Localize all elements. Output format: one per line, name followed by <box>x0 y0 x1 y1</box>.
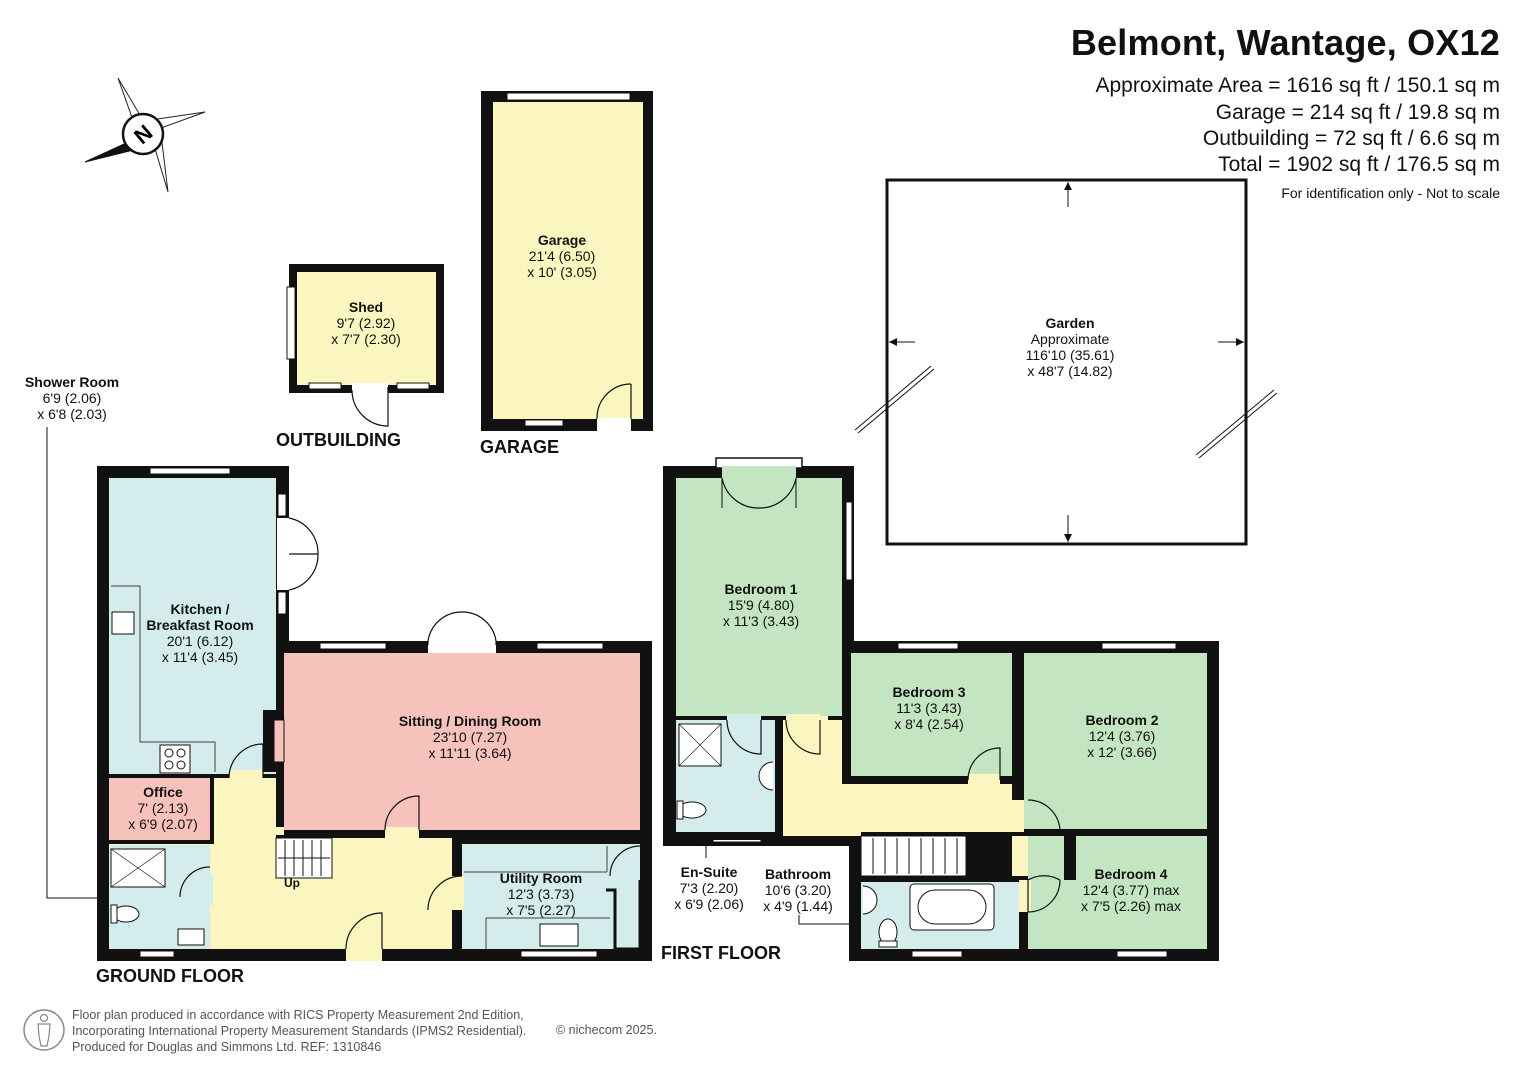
kitchen-dim-1: 20'1 (6.12) <box>166 633 234 649</box>
first-floor-plan <box>663 457 1219 961</box>
ground-floor-label: GROUND FLOOR <box>96 966 244 986</box>
bedroom-4-label: Bedroom 4 12'4 (3.77) max x 7'5 (2.26) m… <box>1061 866 1201 914</box>
compass-rose: N <box>84 77 206 193</box>
sitting-room-label: Sitting / Dining Room 23'10 (7.27) x 11'… <box>380 713 560 761</box>
footer-line-3: Produced for Douglas and Simmons Ltd. RE… <box>72 1040 382 1054</box>
office-dim-1: 7' (2.13) <box>137 800 189 816</box>
bathroom-name: Bathroom <box>764 866 832 882</box>
shed-label: Shed 9'7 (2.92) x 7'7 (2.30) <box>316 299 416 347</box>
utility-room-dim-1: 12'3 (3.73) <box>507 886 575 902</box>
footer-disclaimer: Floor plan produced in accordance with R… <box>72 1007 526 1055</box>
bedroom-1-name: Bedroom 1 <box>724 581 798 597</box>
first-floor-label: FIRST FLOOR <box>661 943 781 963</box>
kitchen-name-2: Breakfast Room <box>146 617 254 633</box>
garage-label: Garage 21'4 (6.50) x 10' (3.05) <box>502 232 622 280</box>
en-suite-name: En-Suite <box>680 864 738 880</box>
shower-room-label: Shower Room 6'9 (2.06) x 6'8 (2.03) <box>8 374 136 422</box>
bedroom-3-dim-2: x 8'4 (2.54) <box>894 716 964 732</box>
office-label: Office 7' (2.13) x 6'9 (2.07) <box>113 784 213 832</box>
garden-approx: Approximate <box>1030 331 1110 347</box>
shower-room-name: Shower Room <box>24 374 120 390</box>
shower-room-dim-1: 6'9 (2.06) <box>42 390 102 406</box>
bathroom-dim-1: 10'6 (3.20) <box>764 882 832 898</box>
en-suite-dim-1: 7'3 (2.20) <box>679 880 739 896</box>
shed-outbuilding <box>286 264 444 427</box>
shed-dim-1: 9'7 (2.92) <box>336 315 396 331</box>
kitchen-dim-2: x 11'4 (3.45) <box>161 649 239 665</box>
shed-dim-2: x 7'7 (2.30) <box>331 331 401 347</box>
bedroom-1-dim-1: 15'9 (4.80) <box>727 597 795 613</box>
sitting-room-dim-2: x 11'11 (3.64) <box>428 745 512 761</box>
shower-room-dim-2: x 6'8 (2.03) <box>37 406 107 422</box>
utility-room-label: Utility Room 12'3 (3.73) x 7'5 (2.27) <box>481 870 601 918</box>
outbuilding-area: Outbuilding = 72 sq ft / 6.6 sq m <box>1202 127 1500 150</box>
garden-dim-1: 116'10 (35.61) <box>1025 347 1115 363</box>
office-dim-2: x 6'9 (2.07) <box>128 816 198 832</box>
bedroom-3-dim-1: 11'3 (3.43) <box>896 700 962 716</box>
sitting-room-dim-1: 23'10 (7.27) <box>432 729 508 745</box>
bathroom-label: Bathroom 10'6 (3.20) x 4'9 (1.44) <box>748 866 848 914</box>
bedroom-2-dim-2: x 12' (3.66) <box>1087 744 1157 760</box>
bedroom-2-label: Bedroom 2 12'4 (3.76) x 12' (3.66) <box>1062 712 1182 760</box>
garage-area: Garage = 214 sq ft / 19.8 sq m <box>1215 101 1500 124</box>
footer-line-1: Floor plan produced in accordance with R… <box>72 1008 524 1022</box>
utility-room-dim-2: x 7'5 (2.27) <box>506 902 576 918</box>
ground-floor-plan <box>46 427 652 961</box>
property-title: Belmont, Wantage, OX12 <box>1070 22 1500 63</box>
kitchen-label: Kitchen / Breakfast Room 20'1 (6.12) x 1… <box>130 601 270 665</box>
bedroom-4-dim-1: 12'4 (3.77) max <box>1082 882 1180 898</box>
bedroom-2-name: Bedroom 2 <box>1085 712 1159 728</box>
garage-dim-1: 21'4 (6.50) <box>528 248 596 264</box>
kitchen-name-1: Kitchen / <box>170 601 230 617</box>
sitting-room-name: Sitting / Dining Room <box>398 713 542 729</box>
bedroom-4-dim-2: x 7'5 (2.26) max <box>1081 898 1181 914</box>
scale-note: For identification only - Not to scale <box>1281 185 1500 201</box>
garden-name: Garden <box>1045 315 1095 331</box>
garage-building <box>481 91 653 431</box>
bedroom-1-label: Bedroom 1 15'9 (4.80) x 11'3 (3.43) <box>701 581 821 629</box>
bedroom-3-label: Bedroom 3 11'3 (3.43) x 8'4 (2.54) <box>869 684 989 732</box>
garden-area <box>854 178 1278 546</box>
stairs-up-label: Up <box>284 876 300 890</box>
rics-logo-icon <box>23 1009 65 1051</box>
garage-name: Garage <box>537 232 587 248</box>
stairs-down-label: Down <box>968 849 1001 863</box>
outbuilding-floor-label: OUTBUILDING <box>276 430 401 450</box>
total-area: Total = 1902 sq ft / 176.5 sq m <box>1218 153 1500 176</box>
office-name: Office <box>143 784 183 800</box>
garage-dim-2: x 10' (3.05) <box>527 264 597 280</box>
shed-name: Shed <box>348 299 384 315</box>
approximate-area: Approximate Area = 1616 sq ft / 150.1 sq… <box>1095 74 1501 97</box>
bedroom-2-dim-1: 12'4 (3.76) <box>1088 728 1156 744</box>
en-suite-label: En-Suite 7'3 (2.20) x 6'9 (2.06) <box>659 864 759 912</box>
bedroom-1-dim-2: x 11'3 (3.43) <box>722 613 800 629</box>
copyright-notice: © nichecom 2025. <box>556 1023 657 1037</box>
garage-floor-label: GARAGE <box>480 437 560 457</box>
utility-room-name: Utility Room <box>499 870 583 886</box>
bedroom-4-name: Bedroom 4 <box>1094 866 1168 882</box>
bedroom-3-name: Bedroom 3 <box>892 684 966 700</box>
garden-dim-2: x 48'7 (14.82) <box>1027 363 1113 379</box>
garden-label: Garden Approximate 116'10 (35.61) x 48'7… <box>1000 315 1140 379</box>
bathroom-dim-2: x 4'9 (1.44) <box>763 898 833 914</box>
en-suite-dim-2: x 6'9 (2.06) <box>674 896 744 912</box>
footer-line-2: Incorporating International Property Mea… <box>72 1024 527 1038</box>
